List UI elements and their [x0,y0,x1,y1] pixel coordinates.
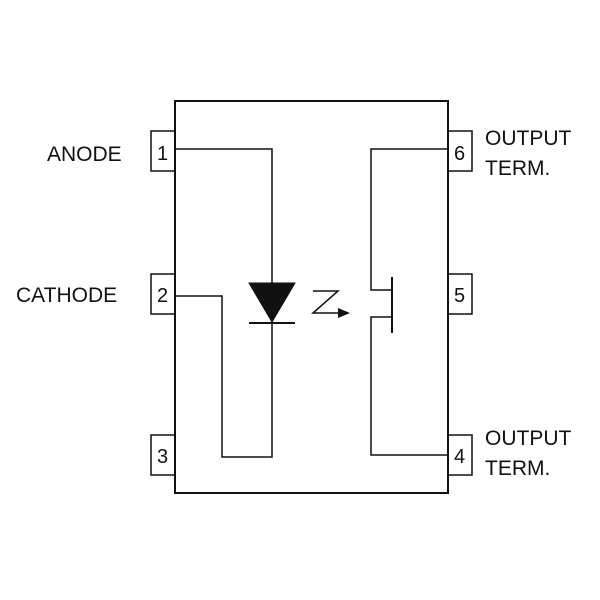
package-body [174,100,449,494]
output-term-top-line1: OUTPUT [485,127,572,150]
pin-2-box [150,273,176,315]
pin-6-box [447,130,473,172]
pin-5-number: 5 [454,285,465,307]
pin-1-number: 1 [157,143,168,165]
anode-wire [175,148,273,283]
led-diode-symbol [248,282,296,323]
pin-1-box [150,130,176,172]
output-term-bottom-line2: TERM. [485,457,550,480]
anode-label: ANODE [47,143,122,166]
output-term-bottom-line1: OUTPUT [485,427,572,450]
pin-5-box [447,273,473,315]
output-wire-top [370,148,448,291]
pin-2-number: 2 [157,285,168,307]
pin-3-number: 3 [157,446,168,468]
pin-3-box [150,434,176,476]
light-emission-arrow [311,290,340,314]
cathode-label: CATHODE [16,284,117,307]
pin-4-number: 4 [454,446,465,468]
output-wire-bottom [370,316,448,456]
cathode-wire [175,295,273,458]
light-arrow-head [338,308,350,318]
output-term-top-line2: TERM. [485,157,550,180]
pin-6-number: 6 [454,143,465,165]
